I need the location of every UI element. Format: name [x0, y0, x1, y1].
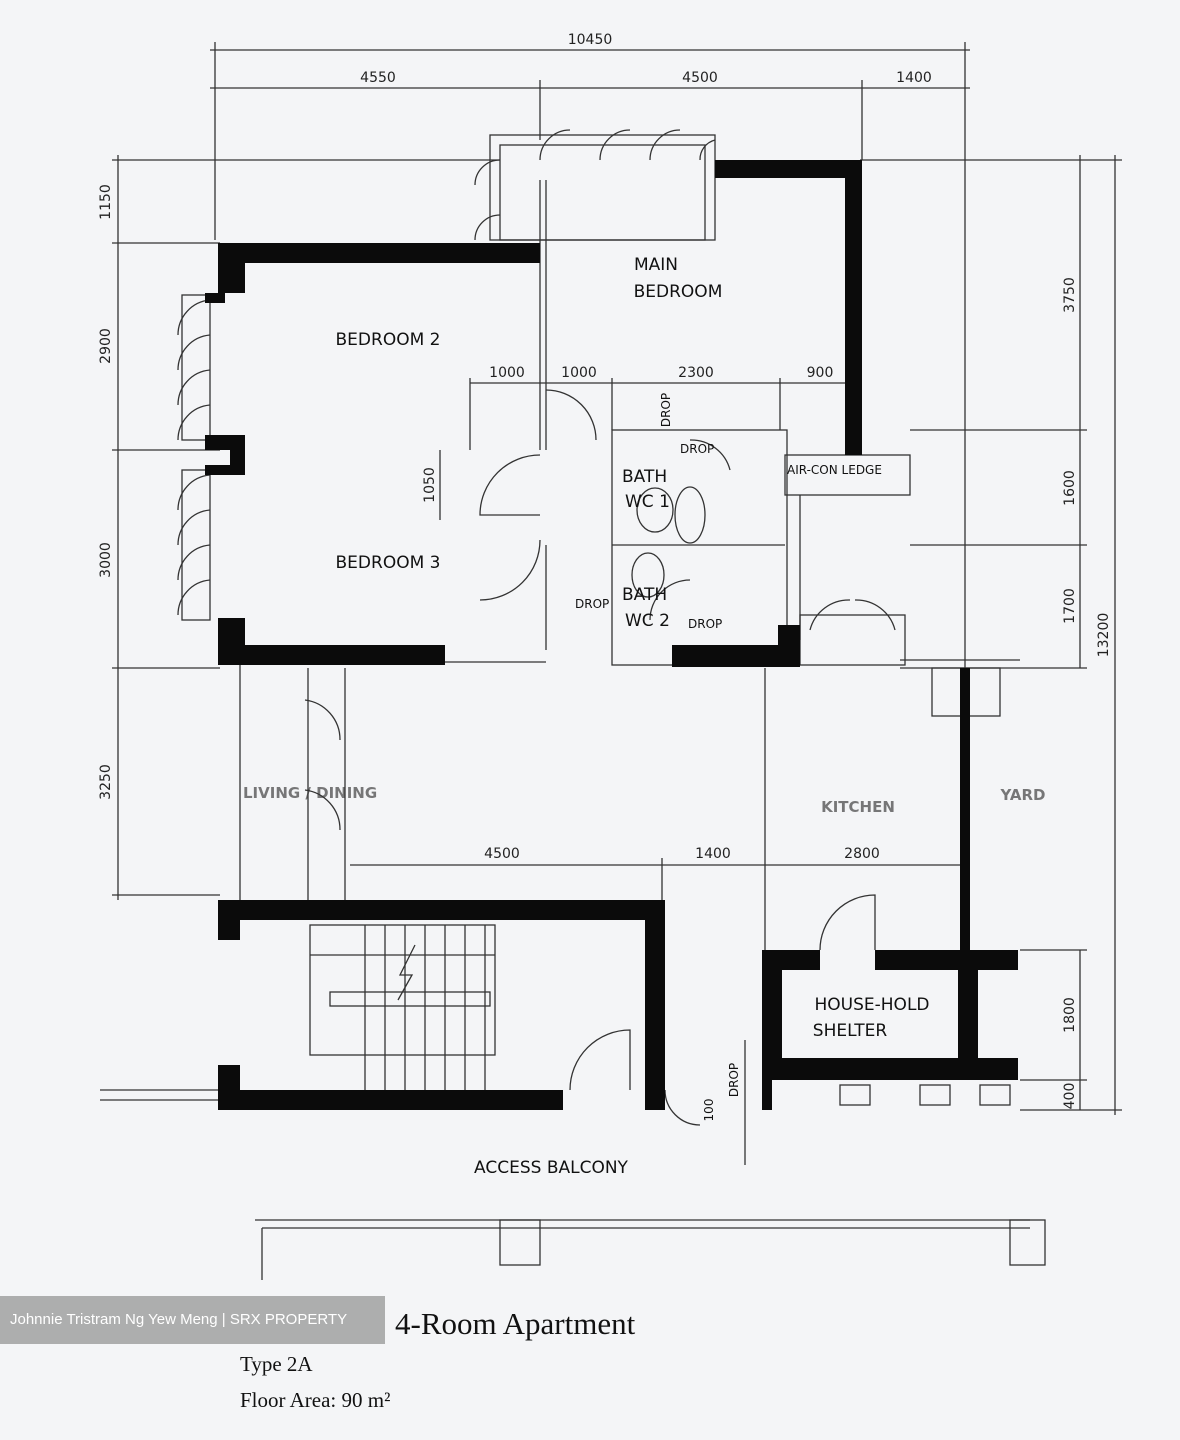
- plan-title: 4-Room Apartment: [395, 1306, 636, 1341]
- dim-left-1: 1150: [98, 184, 114, 220]
- staircase: [364, 925, 486, 1090]
- dim-left-3: 3000: [98, 542, 114, 578]
- dim-right-6: 400: [1062, 1083, 1078, 1110]
- room-bath-1-a: BATH: [622, 467, 667, 487]
- dim-inner-3: 2300: [678, 365, 714, 381]
- dim-inner-4: 900: [807, 365, 834, 381]
- plan-type: Type 2A: [240, 1352, 313, 1376]
- dim-right-1: 3750: [1062, 277, 1078, 313]
- dim-top-2: 4500: [682, 70, 718, 86]
- dim-door-100: 100: [702, 1099, 716, 1122]
- drop-label: DROP: [688, 617, 722, 631]
- dim-inner-1: 1000: [489, 365, 525, 381]
- door-swings: [177, 129, 896, 1165]
- room-main-bedroom-2: BEDROOM: [634, 282, 723, 302]
- dim-total-width: 10450: [568, 32, 613, 48]
- room-aircon-ledge: AIR-CON LEDGE: [787, 463, 882, 477]
- dim-right-2: 1600: [1062, 470, 1078, 506]
- dim-inner-row2-2: 1400: [695, 846, 731, 862]
- floor-area: Floor Area: 90 m²: [240, 1388, 391, 1412]
- dim-inner-row2-1: 4500: [484, 846, 520, 862]
- drop-label: DROP: [659, 393, 673, 427]
- room-bath-2-a: BATH: [622, 585, 667, 605]
- watermark: Johnnie Tristram Ng Yew Meng | SRX PROPE…: [0, 1296, 385, 1344]
- drop-label: DROP: [727, 1063, 741, 1097]
- dim-right-3: 1700: [1062, 588, 1078, 624]
- dim-left-4: 3250: [98, 764, 114, 800]
- dim-inner-2: 1000: [561, 365, 597, 381]
- room-bedroom-2: BEDROOM 2: [336, 330, 441, 350]
- dim-top-1: 4550: [360, 70, 396, 86]
- walls: [205, 160, 1018, 1110]
- room-bath-2-b: WC 2: [625, 611, 670, 631]
- room-bedroom-3: BEDROOM 3: [336, 553, 441, 573]
- room-shelter-2: SHELTER: [813, 1021, 888, 1041]
- dim-left-2: 2900: [98, 328, 114, 364]
- dim-inner-vertical: 1050: [422, 467, 438, 503]
- room-shelter-1: HOUSE-HOLD: [815, 995, 930, 1015]
- room-yard: YARD: [999, 786, 1045, 804]
- access-balcony-label: ACCESS BALCONY: [474, 1158, 629, 1178]
- dim-top-3: 1400: [896, 70, 932, 86]
- room-bath-1-b: WC 1: [625, 492, 670, 512]
- drop-label: DROP: [575, 597, 609, 611]
- dim-inner-row2-3: 2800: [844, 846, 880, 862]
- room-living-dining: LIVING / DINING: [243, 784, 377, 802]
- dimension-lines: [112, 42, 1122, 1115]
- dim-right-total: 13200: [1096, 613, 1112, 658]
- drop-label: DROP: [680, 442, 714, 456]
- room-kitchen: KITCHEN: [821, 798, 895, 816]
- dim-right-5: 1800: [1062, 997, 1078, 1033]
- room-main-bedroom-1: MAIN: [634, 255, 678, 275]
